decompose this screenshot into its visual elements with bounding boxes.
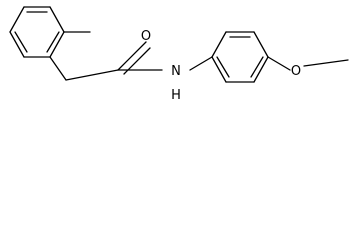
ring2-double-bond bbox=[250, 56, 264, 78]
ring2-double-bond bbox=[216, 56, 230, 78]
ch2-bond bbox=[49, 56, 67, 81]
amide-hydrogen-label: H bbox=[171, 88, 181, 103]
carbonyl-double-bond bbox=[117, 41, 147, 71]
ring1-double-bond bbox=[46, 31, 60, 53]
o-methyl-bond bbox=[303, 59, 349, 67]
ring1-bond bbox=[49, 31, 65, 58]
methoxyphenyl-ring bbox=[211, 31, 269, 83]
tolyl-ring bbox=[9, 6, 65, 58]
ring2-bond bbox=[211, 31, 227, 58]
amide-nitrogen-label: N bbox=[171, 64, 181, 79]
ether-oxygen-label: O bbox=[291, 64, 301, 79]
molecule-structure: O N H O bbox=[9, 6, 349, 103]
ch2-carbonyl-bond bbox=[65, 69, 119, 81]
ring2-bond bbox=[211, 56, 227, 83]
ring1-bond bbox=[9, 31, 25, 58]
n-aryl-bond bbox=[189, 56, 213, 71]
aryl-o-bond bbox=[267, 56, 291, 71]
ring2-bond bbox=[253, 31, 269, 58]
carbonyl-oxygen-label: O bbox=[141, 29, 151, 44]
ring1-double-bond bbox=[14, 31, 28, 53]
ring2-bond bbox=[253, 56, 269, 83]
ring1-bond bbox=[9, 6, 25, 33]
ring1-bond bbox=[49, 6, 65, 33]
